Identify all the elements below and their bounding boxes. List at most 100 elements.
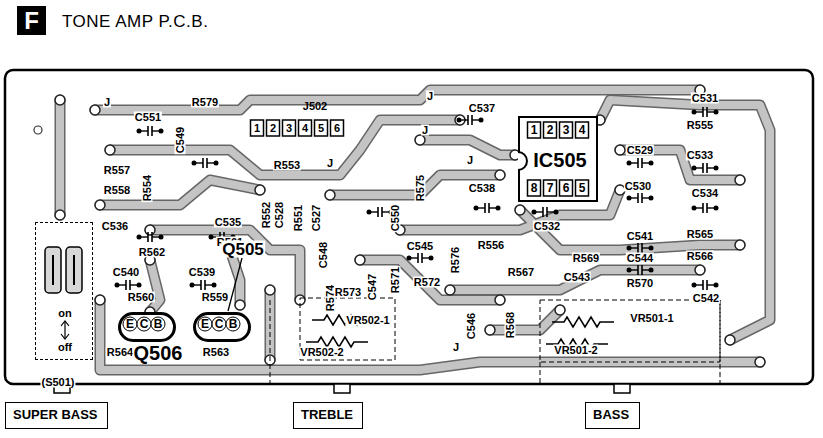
capacitor-plate (200, 280, 202, 290)
node-text: IC505 (533, 150, 586, 170)
solder-pad (415, 135, 425, 145)
lead-dot (692, 110, 697, 115)
part-label: R575 (415, 174, 426, 202)
node-text: B (229, 318, 238, 330)
capacitor-symbol (627, 265, 654, 275)
part-label: VR501-2 (553, 345, 598, 356)
copper-trace (150, 260, 160, 312)
board-outline (5, 70, 813, 384)
lead-dot (429, 256, 434, 261)
part-label: C543 (563, 272, 591, 283)
part-label: R562 (138, 247, 166, 258)
part-label: J (452, 342, 460, 353)
part-label: R554 (142, 174, 153, 202)
transistor-outline: ECB (193, 312, 251, 342)
part-label: R556 (477, 240, 505, 251)
part-label: C547 (367, 273, 378, 301)
capacitor-symbol (190, 280, 217, 290)
lead-pad (226, 317, 240, 331)
switch-contact (52, 255, 54, 285)
node-text: 6 (334, 123, 340, 134)
pin-box (283, 120, 296, 136)
node-text: on (58, 308, 71, 319)
control-shaft (614, 384, 630, 393)
part-label: C527 (311, 204, 322, 232)
node-text: 5 (318, 123, 324, 134)
part-label: C530 (624, 181, 652, 192)
part-label: C545 (406, 241, 434, 252)
part-label: C532 (533, 221, 561, 232)
part-label: VR501-1 (629, 313, 674, 324)
node-text: E (126, 318, 134, 330)
pin-box (544, 180, 557, 196)
part-label: R571 (390, 266, 401, 294)
solder-pad (615, 145, 625, 155)
capacitor-plate (206, 158, 208, 168)
solder-pad (735, 240, 745, 250)
control-name: SUPER BASS (6, 403, 105, 426)
part-label: R551 (293, 204, 304, 232)
node-text: 2 (547, 124, 554, 136)
node-graphic (247, 100, 349, 142)
switch-contact (73, 255, 75, 285)
capacitor-plate (381, 207, 383, 217)
part-label: C546 (466, 312, 477, 340)
part-label: C531 (691, 93, 719, 104)
capacitor-plate (147, 126, 149, 136)
part-label: R559 (201, 292, 229, 303)
copper-trace (600, 100, 770, 340)
capacitor-plate (151, 126, 153, 136)
solder-pad (255, 185, 265, 195)
part-label: R569 (572, 253, 600, 264)
part-label: C540 (112, 267, 140, 278)
lead-dot (627, 246, 632, 251)
page-title: TONE AMP P.C.B. (62, 13, 208, 30)
divider-line (540, 362, 541, 383)
part-label: R553 (273, 160, 301, 171)
part-label: C529 (626, 145, 654, 156)
control-name: TREBLE (294, 403, 360, 426)
solder-pad (725, 335, 735, 345)
capacitor-symbol (115, 280, 142, 290)
capacitor-symbol (137, 232, 164, 242)
pin-box (299, 120, 312, 136)
capacitor-plate (641, 243, 643, 253)
copper-trace (450, 270, 700, 290)
part-label: R555 (686, 120, 714, 131)
copper-trace (100, 300, 760, 370)
solder-pad (355, 255, 365, 265)
lead-dot (474, 206, 479, 211)
node-text: E (201, 318, 209, 330)
lead-dot (137, 283, 142, 288)
capacitor-symbol (137, 126, 164, 136)
lead-dot (649, 246, 654, 251)
part-label: C536 (101, 221, 129, 232)
copper-trace (56, 100, 64, 215)
node-text: 2 (270, 123, 276, 134)
solder-pad (485, 325, 495, 335)
part-label: C541 (626, 231, 654, 242)
node-graphic (36, 223, 94, 361)
pin-box (251, 120, 264, 136)
part-label: C535 (214, 217, 242, 228)
lead-dot (479, 118, 484, 123)
node-text: 3 (563, 124, 570, 136)
capacitor-plate (702, 107, 704, 117)
part-label: R568 (505, 311, 516, 339)
part-label: R565 (686, 229, 714, 240)
pot-boundary (540, 300, 720, 362)
control-label-box: SUPER BASS (5, 402, 108, 429)
lead-dot (649, 161, 654, 166)
capacitor-plate (151, 232, 153, 242)
part-label: J (103, 97, 111, 108)
part-label: R552 (261, 201, 272, 229)
solder-pad (515, 205, 525, 215)
capacitor-symbol (457, 115, 484, 125)
transistor-outline: ECB (118, 312, 176, 342)
lead-dot (159, 235, 164, 240)
copper-trace (490, 310, 560, 330)
pin-box (267, 120, 280, 136)
solder-pad (555, 305, 565, 315)
capacitor-plate (637, 265, 639, 275)
capacitor-plate (702, 280, 704, 290)
